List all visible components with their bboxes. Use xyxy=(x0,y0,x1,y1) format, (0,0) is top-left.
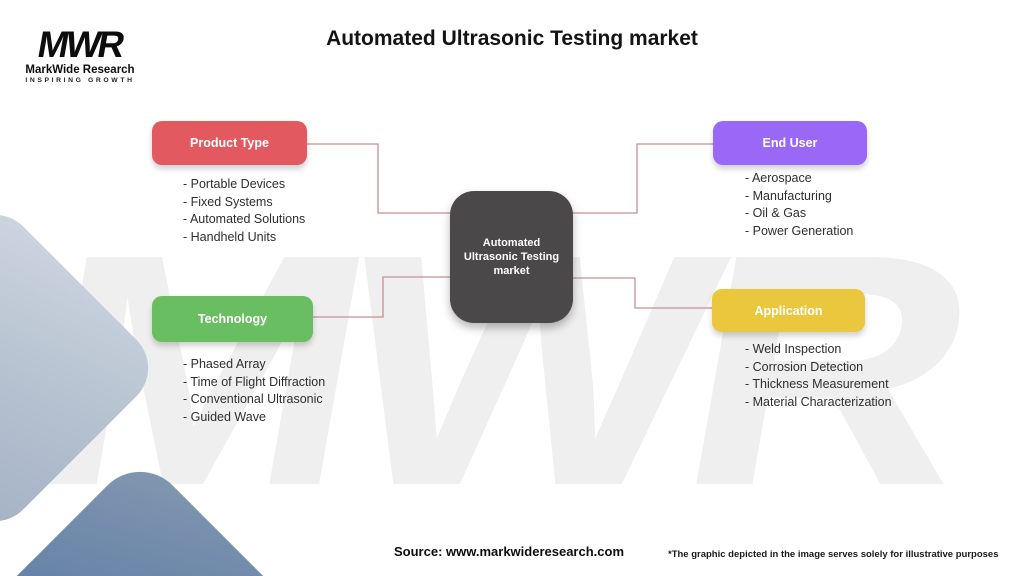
list-item: - Material Characterization xyxy=(745,394,892,409)
page-title: Automated Ultrasonic Testing market xyxy=(326,27,698,50)
brand-logo: MWR MarkWide Research INSPIRING GROWTH xyxy=(20,24,140,84)
branch-items-technology: - Phased Array - Time of Flight Diffract… xyxy=(183,358,325,428)
branch-pill-product-type: Product Type xyxy=(152,121,307,165)
center-node: Automated Ultrasonic Testing market xyxy=(450,191,573,323)
center-node-label: Automated Ultrasonic Testing market xyxy=(463,237,560,277)
brand-logo-name: MarkWide Research xyxy=(25,64,135,76)
branch-pill-application: Application xyxy=(712,289,865,332)
source-text: Source: www.markwideresearch.com xyxy=(394,544,625,559)
list-item: - Phased Array xyxy=(183,357,266,371)
branch-label-technology: Technology xyxy=(197,312,268,326)
list-item: - Corrosion Detection xyxy=(745,359,864,374)
list-item: - Portable Devices xyxy=(183,177,286,191)
branch-label-application: Application xyxy=(754,303,823,318)
list-item: - Handheld Units xyxy=(183,229,277,244)
list-item: - Oil & Gas xyxy=(745,206,807,220)
list-item: - Fixed Systems xyxy=(183,194,273,209)
branch-items-end-user: - Aerospace - Manufacturing - Oil & Gas … xyxy=(745,172,853,242)
list-item: - Time of Flight Diffraction xyxy=(183,374,326,389)
list-item: - Guided Wave xyxy=(183,409,266,424)
branch-items-product-type: - Portable Devices - Fixed Systems - Aut… xyxy=(183,178,305,248)
brand-logo-tagline: INSPIRING GROWTH xyxy=(25,77,135,84)
branch-label-end-user: End User xyxy=(762,136,818,150)
list-item: - Weld Inspection xyxy=(745,342,842,356)
list-item: - Conventional Ultrasonic xyxy=(183,392,323,406)
list-item: - Manufacturing xyxy=(745,188,832,203)
list-item: - Power Generation xyxy=(745,223,854,238)
branch-pill-end-user: End User xyxy=(713,121,867,165)
list-item: - Thickness Measurement xyxy=(745,377,889,391)
list-item: - Automated Solutions xyxy=(183,212,306,226)
branch-pill-technology: Technology xyxy=(152,296,313,342)
branch-label-product-type: Product Type xyxy=(190,136,269,150)
disclaimer-text: *The graphic depicted in the image serve… xyxy=(668,549,999,560)
branch-items-application: - Weld Inspection - Corrosion Detection … xyxy=(745,343,892,413)
list-item: - Aerospace xyxy=(745,171,812,185)
